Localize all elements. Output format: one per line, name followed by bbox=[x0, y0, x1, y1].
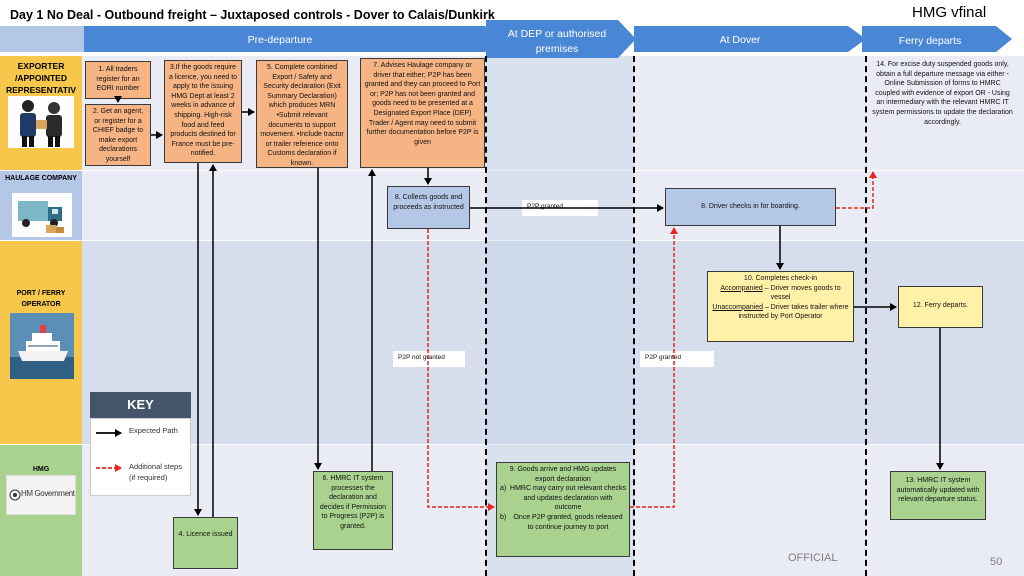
key-body: Expected Path Additional steps (if requi… bbox=[90, 418, 191, 496]
key-additional-text: Additional steps (if required) bbox=[129, 462, 182, 482]
lane-label-haulage: HAULAGE COMPANY bbox=[0, 171, 82, 240]
step-8-collect-box: 8. Collects goods and proceeds as instru… bbox=[387, 186, 470, 229]
lane-label-port: PORT / FERRY OPERATOR bbox=[0, 241, 82, 444]
lane-port-text: PORT / FERRY OPERATOR bbox=[16, 290, 66, 308]
step-6-box: 6. HMRC IT system processes the declarat… bbox=[313, 471, 393, 550]
step-9-b-mark: b) bbox=[500, 513, 507, 521]
step-2-box: 2. Get an agent, or register for a CHIEF… bbox=[85, 104, 151, 166]
lane-label-hmg: HMG HM Government bbox=[0, 445, 82, 576]
step-9-b-text: Once P2P granted, goods released to cont… bbox=[513, 513, 623, 531]
step-10-accompanied: Accompanied bbox=[720, 284, 763, 292]
p2p-not-granted-label: P2P not granted bbox=[393, 351, 465, 367]
step-7-box: 7. Advises Haulage company or driver tha… bbox=[360, 58, 485, 168]
phase-at-dover: At Dover bbox=[719, 34, 761, 46]
phase-at-dep: At DEP or authorised premises bbox=[507, 28, 607, 55]
step-10-unaccompanied: Unaccompanied bbox=[712, 303, 763, 311]
step-3-box: 3.If the goods require a licence, you ne… bbox=[164, 60, 242, 163]
hm-government-text: HM Government bbox=[21, 489, 75, 498]
phase-arrows bbox=[0, 20, 1012, 58]
step-4-box: 4. Licence issued bbox=[173, 517, 238, 569]
crest-icon bbox=[9, 489, 21, 501]
step-9-head: 9. Goods arrive and HMG updates export d… bbox=[509, 466, 617, 483]
lane-haulage-bg bbox=[0, 171, 1024, 240]
delivery-truck-icon bbox=[12, 193, 72, 237]
ferry-ship-icon bbox=[10, 313, 74, 379]
step-9-a: a)HMRC may carry out relevant checks and… bbox=[500, 484, 626, 513]
key-title: KEY bbox=[127, 397, 154, 412]
step-8-checkin-box: 8. Driver checks in for boarding. bbox=[665, 188, 836, 226]
step-5-box: 5. Complete combined Export / Safety and… bbox=[256, 60, 348, 168]
exporter-people-icon bbox=[8, 96, 74, 148]
step-1-box: 1. All traders register for an EORI numb… bbox=[85, 61, 151, 99]
lane-haulage-text: HAULAGE COMPANY bbox=[5, 175, 77, 182]
divider-dep bbox=[633, 56, 635, 576]
divider-pre-departure bbox=[485, 56, 487, 576]
phase-pre-departure: Pre-departure bbox=[247, 34, 313, 46]
page-number: 50 bbox=[990, 556, 1003, 568]
step-9-b: b) Once P2P granted, goods released to co… bbox=[500, 513, 626, 532]
page-title: Day 1 No Deal - Outbound freight – Juxta… bbox=[10, 8, 495, 22]
brand-label: HMG vfinal bbox=[912, 4, 987, 21]
lane-hmg-text: HMG bbox=[32, 466, 50, 473]
step-10-box: 10. Completes check-in Accompanied – Dri… bbox=[707, 271, 854, 342]
step-9-a-text: HMRC may carry out relevant checks and u… bbox=[510, 485, 626, 512]
key-expected-text: Expected Path bbox=[129, 426, 178, 435]
step-9-box: 9. Goods arrive and HMG updates export d… bbox=[496, 462, 630, 557]
step-13-box: 13. HMRC IT system automatically updated… bbox=[890, 471, 986, 520]
classification-label: OFFICIAL bbox=[788, 552, 838, 564]
divider-dover bbox=[865, 56, 867, 576]
phase-ferry-departs: Ferry departs bbox=[898, 35, 962, 47]
step-10-accompanied-text: – Driver moves goods to vessel bbox=[762, 284, 841, 302]
step-9-a-mark: a) bbox=[500, 485, 507, 493]
lane-exporter-text: EXPORTER /APPOINTED REPRESENTATIV E bbox=[5, 61, 77, 93]
step-12-box: 12. Ferry departs. bbox=[898, 286, 983, 328]
p2p-granted-label-2: P2P granted bbox=[640, 351, 714, 367]
step-10-head: 10. Completes check-in bbox=[743, 275, 818, 282]
step-14-box: 14. For excise duty suspended goods only… bbox=[872, 61, 1013, 126]
step-10-unaccompanied-text: – Driver takes trailer where instructed … bbox=[738, 303, 849, 321]
lane-label-exporter: EXPORTER /APPOINTED REPRESENTATIV E bbox=[0, 56, 82, 170]
hm-government-logo: HM Government bbox=[6, 475, 76, 515]
key-header: KEY bbox=[90, 392, 191, 418]
